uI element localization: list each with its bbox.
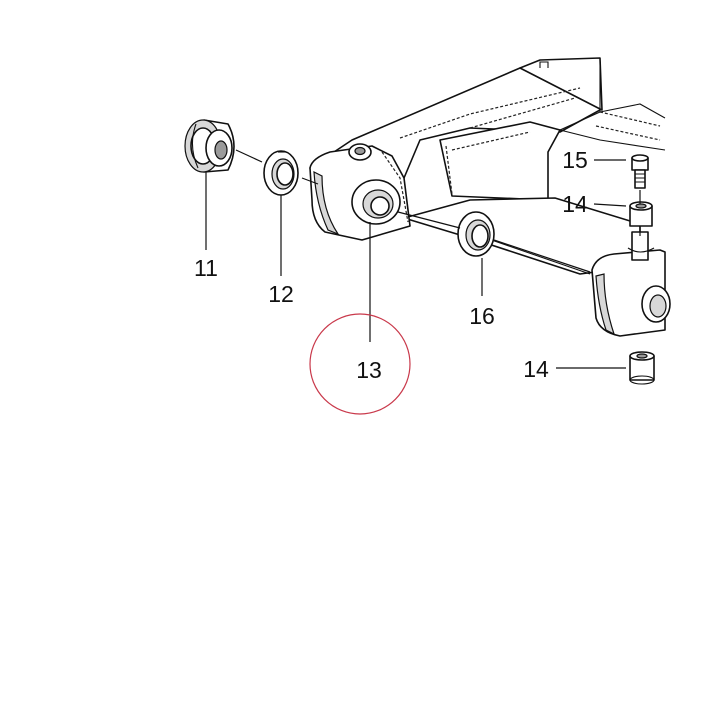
- part-12-ring: [263, 150, 299, 196]
- part-14-sleeve-bottom: [629, 351, 655, 385]
- callout-11: 11: [194, 255, 218, 281]
- callout-16: 16: [469, 303, 495, 329]
- callout-14-top: 14: [562, 191, 588, 217]
- leader-lines: [205, 159, 627, 369]
- assembly-axis-lines: [235, 149, 641, 273]
- callout-12: 12: [268, 281, 294, 307]
- part-11-bushing: [184, 119, 235, 173]
- swing-arm: [309, 57, 671, 337]
- callout-15: 15: [562, 147, 588, 173]
- callout-14-bottom: 14: [523, 356, 549, 382]
- part-14-sleeve-top: [629, 201, 653, 227]
- part-15-bolt: [631, 154, 649, 189]
- callout-13: 13: [356, 357, 382, 383]
- highlight-circle: [309, 313, 411, 415]
- part-16-seal: [457, 211, 495, 257]
